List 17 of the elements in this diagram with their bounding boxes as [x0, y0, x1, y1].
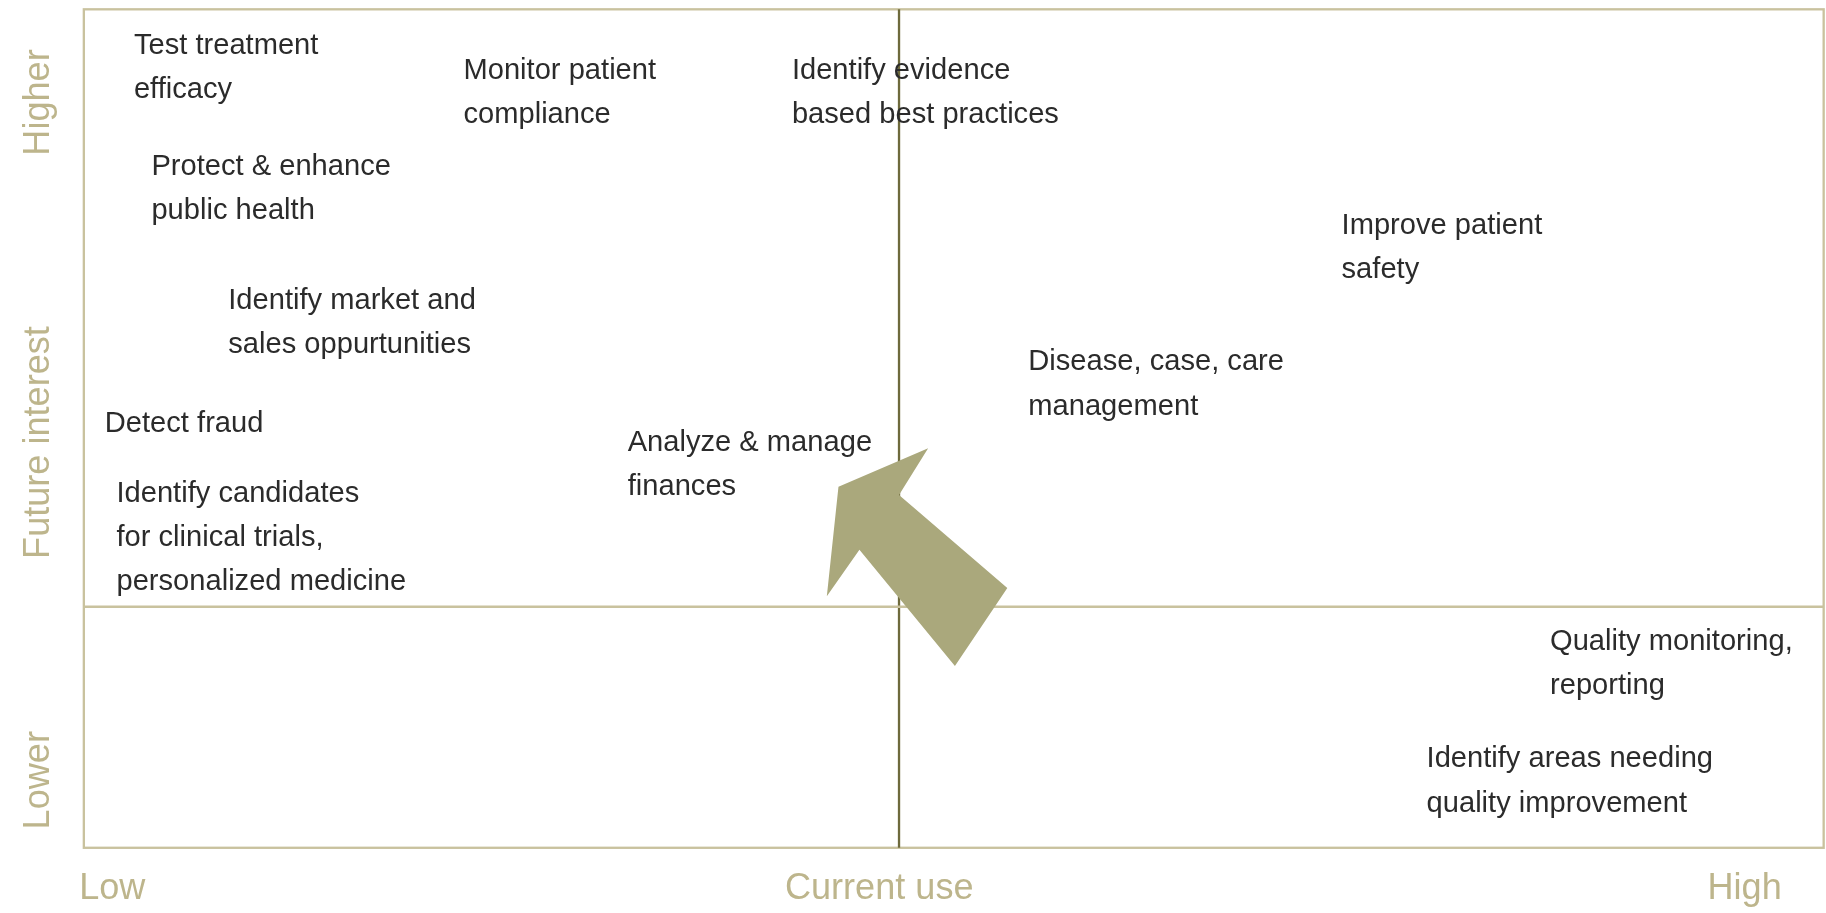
axis-label: High: [1707, 866, 1782, 909]
chart-item-label: Identify market and sales oppurtunities: [228, 280, 476, 361]
axis-label: Lower: [16, 731, 59, 830]
chart-item-label: Identify areas needing quality improvement: [1426, 739, 1714, 820]
axis-label: Higher: [16, 49, 59, 156]
chart-item-label: Test treatment efficacy: [133, 25, 319, 106]
chart-item-label: Disease, case, care management: [1028, 342, 1284, 423]
chart-item-label: Identify candidates for clinical trials, personalized medicine: [116, 474, 407, 599]
axis-label: Current use: [784, 866, 974, 909]
axis-label: Future interest: [16, 326, 59, 559]
axis-label: Low: [79, 866, 146, 909]
chart-item-label: Analyze & manage finances: [627, 422, 873, 503]
chart-item-label: Detect fraud: [104, 404, 264, 440]
chart-item-label: Improve patient safety: [1341, 206, 1543, 287]
chart-item-label: Quality monitoring, reporting: [1550, 622, 1793, 702]
chart-item-label: Protect & enhance public health: [151, 146, 391, 227]
chart-item-label: Monitor patient compliance: [463, 51, 657, 132]
